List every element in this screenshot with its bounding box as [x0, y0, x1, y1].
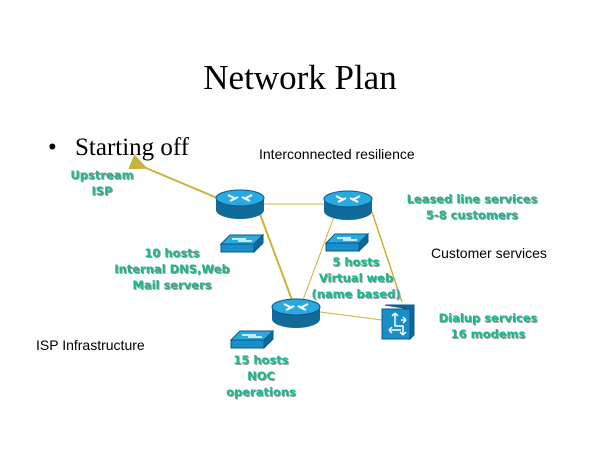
label-line: 5 hosts	[332, 255, 380, 269]
label-line: Upstream	[70, 168, 134, 182]
label-line: NOC	[247, 369, 275, 383]
label-line: ISP	[91, 184, 113, 198]
link-core-to-noc	[259, 213, 296, 309]
label-dialup: Dialup services 16 modems	[428, 310, 548, 342]
link-leased-to-dialup	[371, 211, 403, 303]
router-leased-icon[interactable]	[322, 189, 374, 223]
label-line: Dialup services	[438, 311, 538, 325]
label-line: 10 hosts	[144, 246, 200, 260]
label-virtual-web: 5 hosts Virtual web (name based)	[306, 254, 406, 302]
label-noc: 15 hosts NOC operations	[216, 352, 306, 400]
label-line: operations	[226, 385, 296, 399]
label-isp-infrastructure: ISP Infrastructure	[36, 337, 145, 353]
label-line: (name based)	[311, 287, 401, 301]
access-server-icon[interactable]	[381, 304, 415, 340]
bullet-marker: •	[48, 134, 57, 161]
switch-noc-icon[interactable]	[229, 330, 275, 350]
link-upstream	[128, 154, 223, 201]
label-customer-services: Customer services	[431, 245, 547, 261]
label-line: Leased line services	[406, 192, 538, 206]
link-leased-to-noc	[299, 213, 336, 309]
label-interconnected-resilience: Interconnected resilience	[259, 146, 415, 162]
label-internal-hosts: 10 hosts Internal DNS,Web Mail servers	[106, 245, 238, 293]
label-line: 15 hosts	[233, 353, 289, 367]
router-core-icon[interactable]	[214, 188, 266, 222]
switch-internal-icon[interactable]	[220, 234, 264, 254]
label-upstream-isp: Upstream ISP	[58, 167, 146, 199]
link-noc-to-dialup	[319, 311, 383, 321]
label-leased-line: Leased line services 5-8 customers	[387, 191, 557, 223]
router-noc-icon[interactable]	[270, 297, 322, 331]
switch-virtual-web-icon[interactable]	[325, 233, 369, 253]
page-title: Network Plan	[203, 58, 397, 97]
label-line: Mail servers	[132, 278, 212, 292]
label-line: 16 modems	[450, 327, 526, 341]
label-line: Virtual web	[318, 271, 394, 285]
label-line: 5-8 customers	[425, 208, 519, 222]
label-line: Internal DNS,Web	[114, 262, 230, 276]
